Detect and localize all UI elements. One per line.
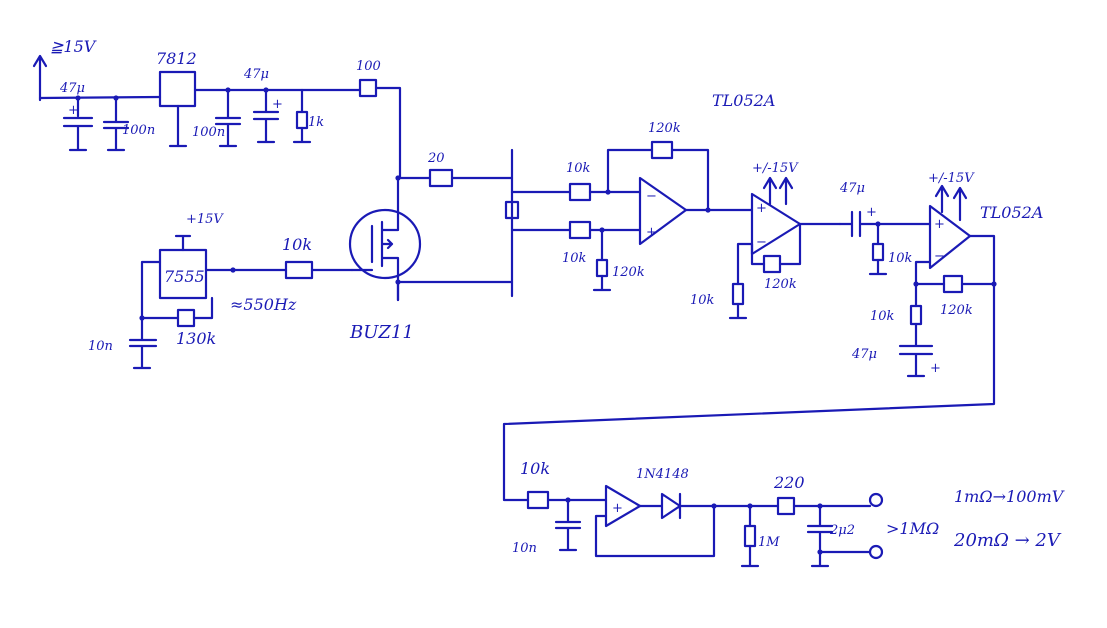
label-rect-r-out: 220 bbox=[773, 473, 805, 492]
oscillator-section bbox=[128, 234, 354, 370]
power-supply-section: + + bbox=[32, 54, 402, 180]
note-line-2: 20mΩ → 2V bbox=[953, 530, 1062, 551]
resistor-gnd2-10k bbox=[731, 282, 745, 306]
label-opamp-3: TL052A bbox=[980, 203, 1043, 222]
label-regulator: 7812 bbox=[156, 49, 197, 68]
label-amp3-r-fb: 120k bbox=[940, 303, 973, 318]
label-osc-supply: +15V bbox=[186, 212, 224, 227]
coupling-cap: + bbox=[838, 205, 932, 276]
label-r-bias: 10k bbox=[888, 251, 913, 266]
resistor-20 bbox=[428, 168, 454, 188]
label-amp2-supply: +/-15V bbox=[752, 161, 799, 176]
mosfet-buz11 bbox=[348, 208, 422, 280]
label-r-in-top: 10k bbox=[566, 161, 591, 176]
svg-text:−: − bbox=[646, 189, 657, 204]
label-r-load: 1k bbox=[308, 115, 324, 130]
resistor-1k bbox=[295, 110, 309, 130]
amp2-section: +− bbox=[728, 176, 842, 320]
label-r-timing: 130k bbox=[176, 329, 216, 348]
label-amp3-supply: +/-15V bbox=[928, 171, 975, 186]
regulator-7812 bbox=[158, 70, 197, 108]
label-r-gate: 10k bbox=[282, 235, 312, 254]
mosfet-section bbox=[348, 168, 514, 302]
resistor-rect-in-10k bbox=[526, 490, 550, 510]
rectifier-section: + bbox=[526, 484, 884, 568]
resistor-100 bbox=[358, 78, 378, 98]
resistor-gate-10k bbox=[284, 260, 314, 280]
note-line-1: 1mΩ→100mV bbox=[954, 487, 1065, 506]
resistor-gnd3-10k bbox=[909, 304, 923, 326]
label-freq: ≈550Hz bbox=[230, 295, 297, 314]
resistor-gnd-120k bbox=[595, 258, 609, 278]
svg-text:−: − bbox=[756, 235, 767, 250]
label-amp3-r-gnd: 10k bbox=[870, 309, 895, 324]
resistor-fb3-120k bbox=[942, 274, 964, 294]
output-terminal-plus bbox=[868, 492, 884, 508]
label-rect-r-in: 10k bbox=[520, 459, 550, 478]
output-terminal-minus bbox=[868, 544, 884, 560]
resistor-fb2-120k bbox=[762, 254, 782, 274]
amp3-section: + − + bbox=[502, 184, 997, 502]
label-r-gnd: 120k bbox=[612, 265, 645, 280]
svg-text:+: + bbox=[756, 201, 767, 216]
label-mosfet: BUZ11 bbox=[349, 322, 414, 343]
label-c-in2: 100n bbox=[122, 123, 155, 138]
label-c-out2: 47μ bbox=[243, 67, 269, 82]
label-vin: ≧15V bbox=[50, 37, 97, 56]
label-diode: 1N4148 bbox=[636, 467, 689, 482]
svg-text:+: + bbox=[272, 97, 283, 112]
svg-text:−: − bbox=[934, 249, 945, 264]
label-load: >1MΩ bbox=[886, 519, 939, 538]
svg-text:+: + bbox=[68, 103, 79, 118]
label-timer: 7555 bbox=[164, 267, 205, 286]
label-amp2-r-gnd: 10k bbox=[690, 293, 715, 308]
resistor-fb-120k bbox=[650, 140, 674, 160]
amp1-section: −+ bbox=[504, 140, 754, 298]
resistor-130k bbox=[176, 308, 196, 328]
resistor-bias-10k bbox=[871, 242, 885, 262]
svg-text:+: + bbox=[930, 361, 941, 376]
svg-text:+: + bbox=[866, 205, 877, 220]
resistor-out-220 bbox=[776, 496, 796, 516]
label-rect-c-out: 2μ2 bbox=[829, 523, 855, 538]
label-r-series: 100 bbox=[356, 59, 381, 74]
label-rect-c-in: 10n bbox=[512, 541, 537, 556]
label-c-out1: 100n bbox=[192, 125, 225, 140]
label-amp3-c-gnd: 47μ bbox=[851, 347, 877, 362]
label-amp2-r-fb: 120k bbox=[764, 277, 797, 292]
svg-text:+: + bbox=[646, 225, 657, 240]
resistor-in-top-10k bbox=[568, 182, 592, 202]
svg-text:+: + bbox=[612, 501, 623, 516]
label-opamp-1: TL052A bbox=[712, 91, 775, 110]
label-r-in-bot: 10k bbox=[562, 251, 587, 266]
label-rect-r-load: 1M bbox=[758, 535, 780, 550]
shunt-resistor bbox=[504, 200, 520, 220]
label-c-in: 47μ bbox=[59, 81, 85, 96]
label-coupling-cap: 47μ bbox=[839, 181, 865, 196]
label-c-timing: 10n bbox=[88, 339, 113, 354]
resistor-load-1m bbox=[743, 524, 757, 548]
label-r-drain: 20 bbox=[427, 151, 445, 166]
svg-text:+: + bbox=[934, 217, 945, 232]
label-r-fb: 120k bbox=[648, 121, 681, 136]
resistor-in-bot-10k bbox=[568, 220, 592, 240]
